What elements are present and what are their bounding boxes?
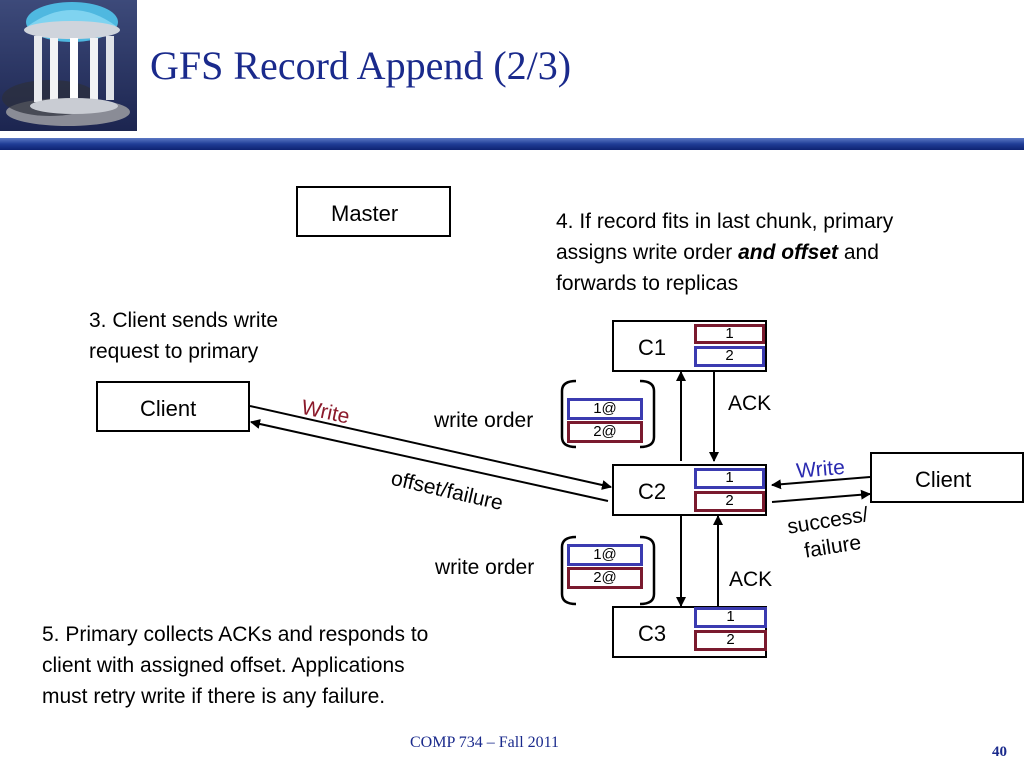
offset-failure-arrow bbox=[250, 419, 609, 502]
title-divider bbox=[0, 138, 1024, 150]
ack-label-bottom: ACK bbox=[729, 568, 773, 591]
client-right-label: Client bbox=[915, 467, 972, 492]
c3-label: C3 bbox=[638, 621, 667, 646]
write-label-right: Write bbox=[795, 455, 846, 483]
c2-chunk-cell-1: 1 bbox=[694, 468, 765, 489]
client-node-right: Client bbox=[870, 452, 1024, 503]
bracket-right-top bbox=[639, 379, 656, 449]
step4-emphasis: and offset bbox=[738, 241, 839, 264]
bracket-left-top bbox=[560, 379, 577, 449]
c2-label: C2 bbox=[638, 479, 667, 504]
step4-note-line2-c: and bbox=[838, 241, 879, 264]
write-arrow-left bbox=[249, 405, 612, 490]
c3-chunk-cell-2: 2 bbox=[694, 630, 767, 651]
write-order-label-top: write order bbox=[434, 409, 534, 432]
write-order-bottom-cell-1: 1@ bbox=[567, 544, 643, 566]
write-order-top-cell-2: 2@ bbox=[567, 421, 643, 443]
client-left-label: Client bbox=[140, 396, 197, 421]
old-well-logo-icon bbox=[0, 0, 137, 131]
step4-note-line2-a: assigns write order bbox=[556, 241, 739, 264]
c2-chunk-cell-2: 2 bbox=[694, 491, 765, 512]
success-failure-arrow bbox=[771, 489, 871, 503]
ack-label-top: ACK bbox=[728, 392, 772, 415]
bracket-left-bottom bbox=[560, 535, 577, 606]
c1-chunk-cell-1: 1 bbox=[694, 324, 765, 344]
step3-note-line1: 3. Client sends write bbox=[89, 309, 279, 332]
step4-note-line1: 4. If record fits in last chunk, primary bbox=[556, 210, 894, 233]
write-order-label-bottom: write order bbox=[435, 556, 535, 579]
page-number: 40 bbox=[992, 744, 1007, 760]
master-node: Master bbox=[296, 186, 451, 237]
write-order-top-cell-1: 1@ bbox=[567, 398, 643, 420]
footer-course: COMP 734 – Fall 2011 bbox=[410, 734, 560, 751]
step4-note-line3: forwards to replicas bbox=[556, 272, 739, 295]
step5-note-line2: client with assigned offset. Application… bbox=[42, 654, 405, 677]
write-arrow-right bbox=[771, 476, 871, 490]
write-order-bottom-cell-2: 2@ bbox=[567, 567, 643, 589]
page-title: GFS Record Append (2/3) bbox=[150, 43, 572, 88]
step3-note-line2: request to primary bbox=[89, 340, 259, 363]
c1-chunk-cell-2: 2 bbox=[694, 346, 765, 367]
master-label: Master bbox=[331, 201, 399, 226]
step5-note-line3: must retry write if there is any failure… bbox=[42, 685, 386, 708]
c3-chunk-cell-1: 1 bbox=[694, 607, 767, 628]
client-node-left: Client bbox=[96, 381, 250, 432]
c1-label: C1 bbox=[638, 335, 667, 360]
step5-note-line1: 5. Primary collects ACKs and responds to bbox=[42, 623, 429, 646]
bracket-right-bottom bbox=[639, 535, 656, 606]
step4-note-line2: assigns write order and offset and bbox=[556, 237, 879, 268]
